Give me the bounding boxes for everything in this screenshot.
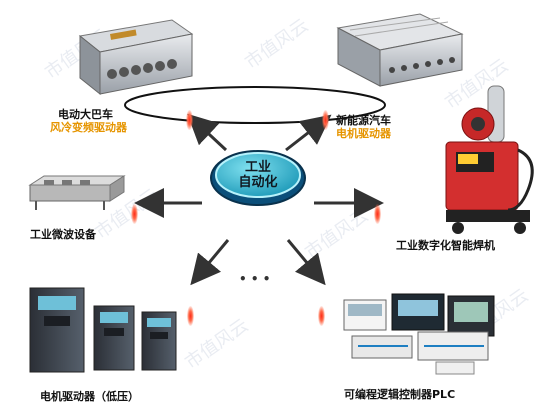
more-dots: • • •	[239, 272, 271, 286]
nev-driver-image	[336, 13, 464, 87]
center-line-2: 自动化	[238, 175, 278, 190]
center-line-1: 工业	[244, 160, 271, 175]
arrow-to-nev-driver	[285, 114, 332, 152]
center-node	[210, 150, 306, 206]
glow-marker	[318, 306, 325, 326]
arrow-to-motor-driver	[190, 239, 230, 286]
microwave-image	[28, 175, 126, 210]
microwave-title: 工业微波设备	[30, 228, 96, 241]
arrow-to-plc	[286, 239, 326, 286]
glow-marker	[187, 306, 194, 326]
connector-ring	[124, 86, 386, 124]
glow-marker	[374, 204, 381, 224]
bus-driver-image	[78, 19, 194, 96]
plc-image	[343, 293, 495, 375]
plc-title: 可编程逻辑控制器PLC	[344, 388, 456, 401]
motor-driver-image	[29, 287, 177, 373]
welder-title: 工业数字化智能焊机	[396, 239, 495, 252]
glow-marker	[322, 110, 329, 130]
bus-driver-subtitle: 风冷变频驱动器	[50, 121, 127, 134]
center-label: 工业 自动化	[216, 160, 300, 190]
motor-driver-title: 电机驱动器（低压）	[40, 390, 139, 403]
welder-image	[445, 85, 534, 234]
glow-marker	[131, 204, 138, 224]
bus-driver-title: 电动大巴车	[58, 108, 113, 121]
glow-marker	[186, 110, 193, 130]
nev-driver-subtitle: 电机驱动器	[336, 127, 391, 140]
nev-driver-title: 新能源汽车	[336, 114, 391, 127]
arrow-to-bus-driver	[187, 113, 228, 152]
